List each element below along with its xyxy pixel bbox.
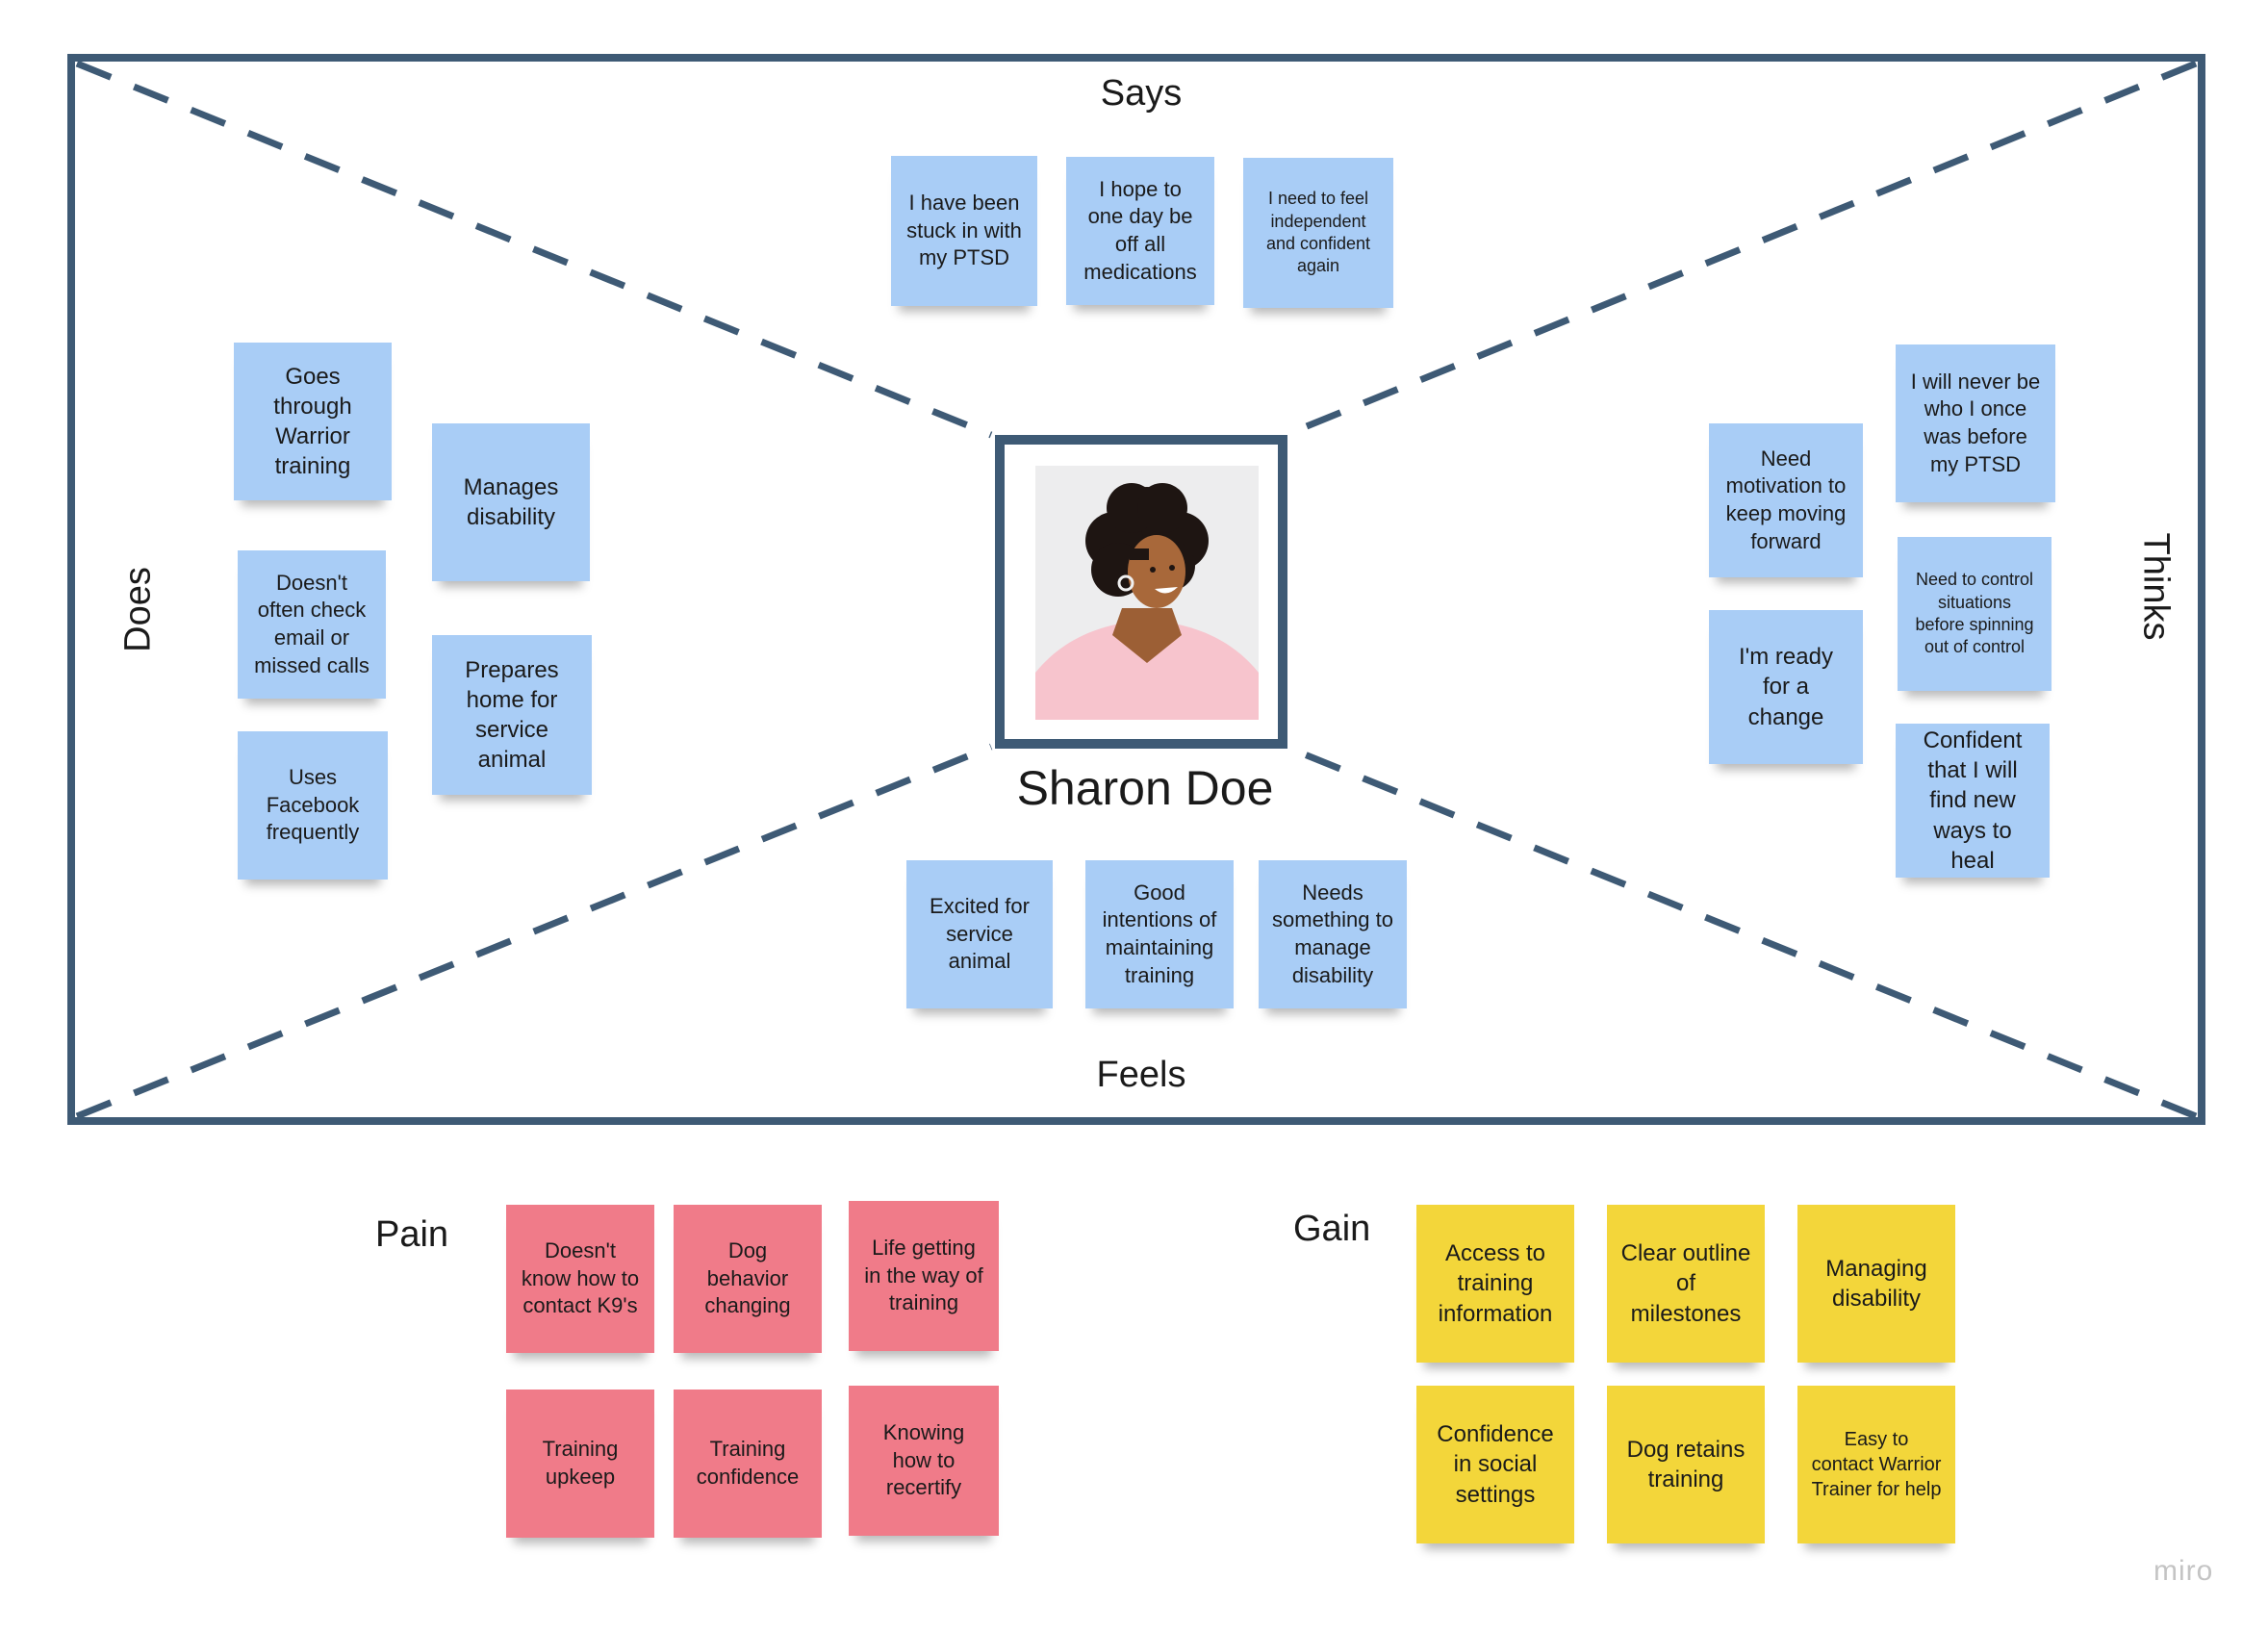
does-note[interactable]: Goes through Warrior training bbox=[234, 343, 392, 500]
persona-name: Sharon Doe bbox=[1016, 761, 1274, 815]
thinks-note[interactable]: Need to control situations before spinni… bbox=[1898, 537, 2051, 691]
pain-note[interactable]: Training upkeep bbox=[506, 1390, 654, 1538]
miro-logo: miro bbox=[2153, 1555, 2214, 1587]
thinks-note[interactable]: Confident that I will find new ways to h… bbox=[1896, 724, 2050, 878]
does-label: Does bbox=[117, 567, 159, 652]
feels-label: Feels bbox=[1096, 1055, 1186, 1095]
thinks-label: Thinks bbox=[2135, 532, 2177, 641]
says-note[interactable]: I have been stuck in with my PTSD bbox=[891, 156, 1037, 306]
gain-note[interactable]: Easy to contact Warrior Trainer for help bbox=[1797, 1386, 1955, 1543]
gain-note[interactable]: Managing disability bbox=[1797, 1205, 1955, 1363]
does-note[interactable]: Prepares home for service animal bbox=[432, 635, 592, 795]
persona-avatar bbox=[1035, 466, 1259, 720]
thinks-note[interactable]: I will never be who I once was before my… bbox=[1896, 344, 2055, 502]
pain-note[interactable]: Doesn't know how to contact K9's bbox=[506, 1205, 654, 1353]
feels-note[interactable]: Good intentions of maintaining training bbox=[1085, 860, 1234, 1008]
pain-label: Pain bbox=[375, 1214, 449, 1255]
pain-note[interactable]: Dog behavior changing bbox=[674, 1205, 822, 1353]
woman-portrait-illustration bbox=[1035, 483, 1259, 720]
does-note[interactable]: Manages disability bbox=[432, 423, 590, 581]
pain-note[interactable]: Life getting in the way of training bbox=[849, 1201, 999, 1351]
gain-label: Gain bbox=[1293, 1209, 1371, 1249]
thinks-note[interactable]: Need motivation to keep moving forward bbox=[1709, 423, 1863, 577]
gain-note[interactable]: Access to training information bbox=[1416, 1205, 1574, 1363]
does-note[interactable]: Uses Facebook frequently bbox=[238, 731, 388, 880]
says-note[interactable]: I hope to one day be off all medications bbox=[1066, 157, 1214, 305]
thinks-note[interactable]: I'm ready for a change bbox=[1709, 610, 1863, 764]
gain-note[interactable]: Confidence in social settings bbox=[1416, 1386, 1574, 1543]
persona-card[interactable] bbox=[995, 435, 1287, 749]
says-note[interactable]: I need to feel independent and confident… bbox=[1243, 158, 1393, 308]
does-note[interactable]: Doesn't often check email or missed call… bbox=[238, 550, 386, 699]
pain-note[interactable]: Training confidence bbox=[674, 1390, 822, 1538]
pain-note[interactable]: Knowing how to recertify bbox=[849, 1386, 999, 1536]
says-label: Says bbox=[1100, 73, 1183, 114]
feels-note[interactable]: Excited for service animal bbox=[906, 860, 1053, 1008]
divider-top-left bbox=[75, 60, 993, 439]
empathy-map-frame bbox=[67, 54, 2205, 1125]
gain-note[interactable]: Dog retains training bbox=[1607, 1386, 1765, 1543]
divider-bottom-left bbox=[75, 743, 993, 1120]
divider-top-right bbox=[1284, 60, 2198, 439]
gain-note[interactable]: Clear outline of milestones bbox=[1607, 1205, 1765, 1363]
feels-note[interactable]: Needs something to manage disability bbox=[1259, 860, 1407, 1008]
divider-bottom-right bbox=[1284, 743, 2198, 1120]
